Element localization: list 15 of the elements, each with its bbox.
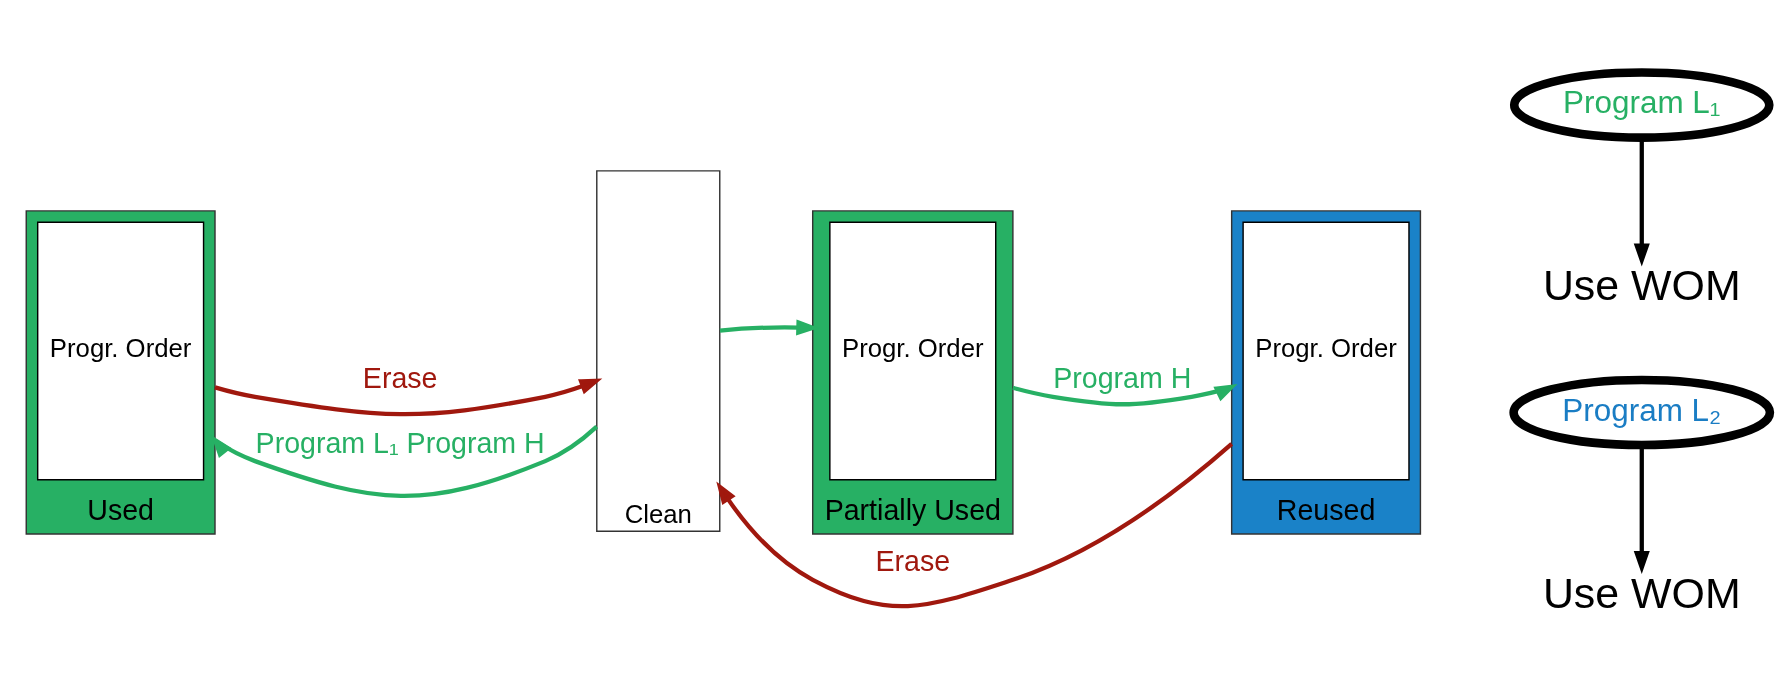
node-ellipse: Program L₂ — [1509, 375, 1775, 450]
node-box: Clean — [596, 170, 721, 532]
edge-label: Erase — [875, 545, 951, 578]
node-ellipse: Program L₁ — [1509, 68, 1774, 142]
node-text: Use WOM — [1542, 261, 1741, 310]
arrow — [214, 378, 603, 417]
edge-label: Program L₁ Program H — [255, 426, 545, 459]
node-box: Progr. Order — [36, 221, 205, 481]
node-box: Progr. Order — [1242, 221, 1410, 481]
edge-label: Erase — [362, 362, 438, 395]
node-box: Progr. Order — [829, 221, 997, 481]
edge-label: Program H — [1053, 362, 1192, 395]
arrow — [1012, 383, 1238, 407]
arrow — [716, 442, 1234, 609]
node-text: Use WOM — [1542, 568, 1741, 617]
